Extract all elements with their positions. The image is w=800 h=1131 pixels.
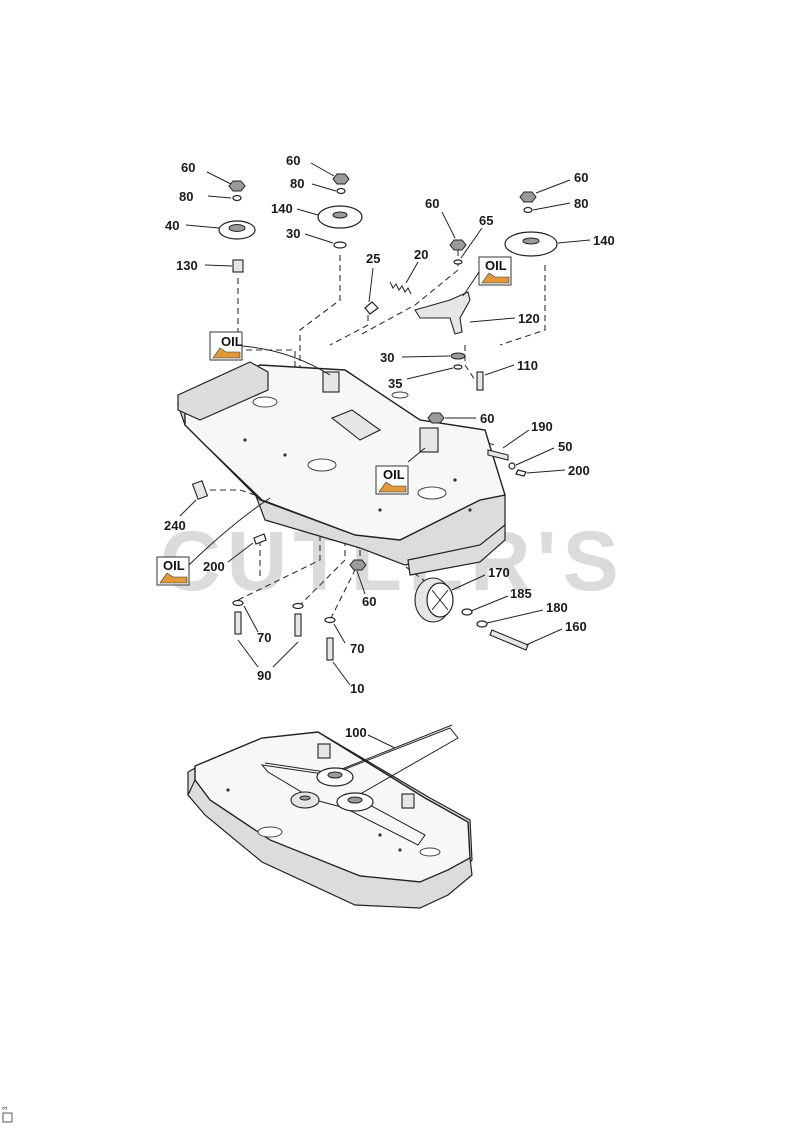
svg-text:OIL: OIL [485,258,507,273]
label-80c: 80 [574,196,588,211]
label-60f: 60 [362,594,376,609]
svg-text:OIL: OIL [163,558,185,573]
label-130: 130 [176,258,198,273]
label-90: 90 [257,668,271,683]
label-60a: 60 [181,160,195,175]
label-80a: 80 [179,189,193,204]
label-30a: 30 [286,226,300,241]
part-labels: 60 80 40 130 60 80 140 30 25 20 60 65 60… [164,153,615,740]
mower-deck-lower [187,724,473,909]
label-185: 185 [510,586,532,601]
label-200b: 200 [203,559,225,574]
wheel-assembly [414,577,529,651]
label-35: 35 [388,376,402,391]
oil-indicator-1: OIL [209,331,243,361]
label-110: 110 [517,358,538,373]
label-40: 40 [165,218,179,233]
svg-text:OIL: OIL [221,334,243,349]
label-60e: 60 [480,411,494,426]
svg-text:OIL: OIL [383,467,405,482]
label-100: 100 [345,725,367,740]
label-20: 20 [414,247,428,262]
label-70a: 70 [257,630,271,645]
label-60d: 60 [574,170,588,185]
mower-deck-upper [176,361,506,576]
label-70b: 70 [350,641,364,656]
label-60b: 60 [286,153,300,168]
label-180: 180 [546,600,568,615]
bolts-lower [232,599,336,661]
label-170: 170 [488,565,510,580]
svg-text:3: 3 [3,1106,9,1110]
label-200a: 200 [568,463,590,478]
nut-60a-shape [228,180,246,192]
oil-indicator-2: OIL [478,256,512,286]
oil-indicator-3: OIL [375,465,409,495]
label-190: 190 [531,419,553,434]
label-25: 25 [366,251,380,266]
label-240: 240 [164,518,186,533]
label-120: 120 [518,311,540,326]
nut-60d-shape [519,191,537,203]
nut-60b-shape [332,173,350,185]
label-50: 50 [558,439,572,454]
label-10: 10 [350,681,364,696]
nut-60c-shape [449,239,467,251]
figure-code: 3 [2,1106,13,1123]
label-30b: 30 [380,350,394,365]
label-60c: 60 [425,196,439,211]
label-80b: 80 [290,176,304,191]
oil-indicator-4: OIL [156,556,190,586]
label-160: 160 [565,619,587,634]
leader-lines [179,162,591,686]
label-140b: 140 [593,233,615,248]
label-140a: 140 [271,201,293,216]
parts-upper [191,173,558,571]
label-65: 65 [479,213,493,228]
